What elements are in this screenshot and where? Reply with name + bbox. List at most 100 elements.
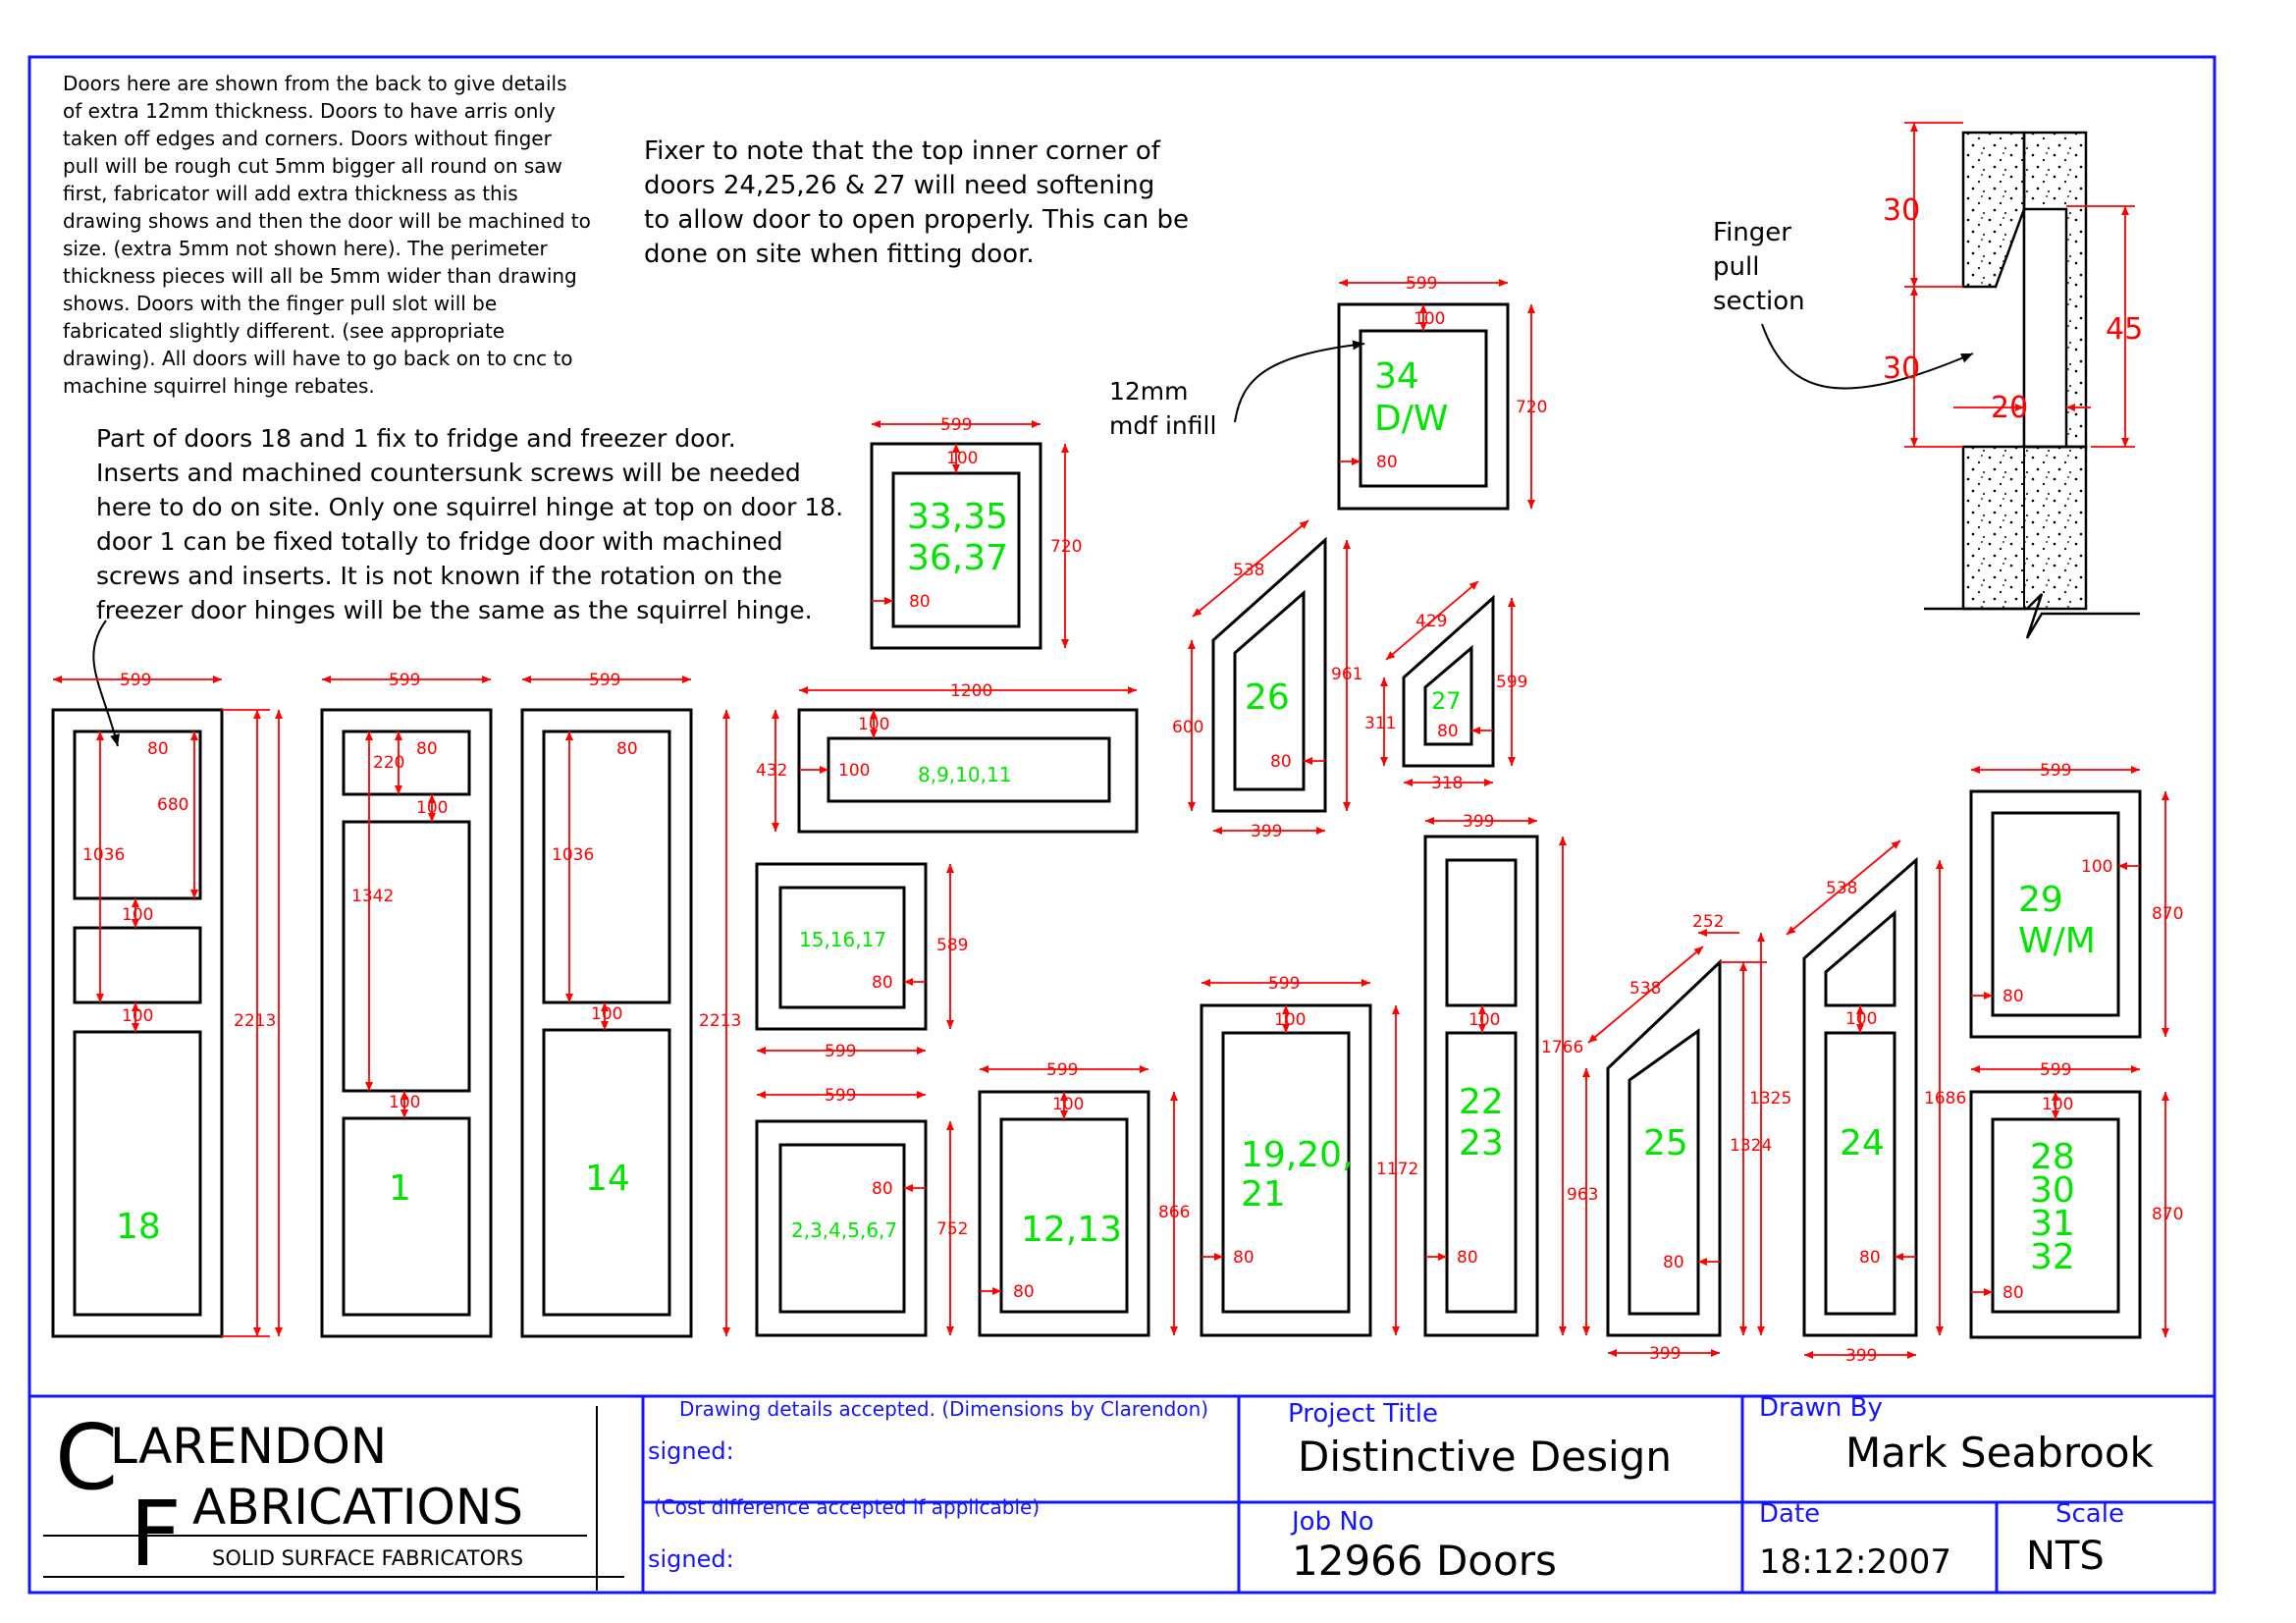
dim-label: 80 bbox=[1437, 722, 1459, 741]
door-outline bbox=[755, 1119, 928, 1337]
note-line: here to do on site. Only one squirrel hi… bbox=[96, 493, 843, 521]
door-panel bbox=[1445, 858, 1518, 1007]
door-label: 8,9,10,11 bbox=[918, 763, 1011, 786]
note-line: shows. Doors with the finger pull slot w… bbox=[63, 292, 497, 315]
door-label: 18 bbox=[116, 1207, 161, 1247]
dim-label: 100 bbox=[946, 449, 978, 468]
finger-pull-section: Finger pull section 30 30 45 20 bbox=[1713, 122, 2143, 639]
section-slot bbox=[2022, 207, 2068, 449]
dim-label: 2213 bbox=[699, 1011, 741, 1031]
dim-label: 1036 bbox=[82, 845, 125, 865]
dim-label: 1686 bbox=[1924, 1089, 1966, 1109]
dim-label: 963 bbox=[1567, 1185, 1598, 1205]
door-panel bbox=[73, 926, 202, 1004]
dim-label: 432 bbox=[756, 761, 787, 781]
dim-label: 538 bbox=[1233, 561, 1264, 580]
dim-label: 599 bbox=[825, 1042, 856, 1061]
door-label: 34 bbox=[1374, 356, 1419, 397]
note-line: first, fabricator will add extra thickne… bbox=[63, 182, 518, 205]
note-line: Finger bbox=[1713, 218, 1791, 247]
dim-label: 680 bbox=[157, 795, 188, 815]
door-outline bbox=[1802, 856, 1918, 1337]
acceptance-text: Drawing details accepted. (Dimensions by… bbox=[679, 1397, 1208, 1421]
door-29-wm: 599 870 100 80 29 W/M bbox=[1969, 761, 2183, 1039]
job-no-label: Job No bbox=[1290, 1507, 1374, 1537]
dim-label: 599 bbox=[1406, 274, 1437, 294]
door-outline bbox=[1423, 835, 1539, 1337]
dim-label: 599 bbox=[589, 671, 620, 690]
dim-label: 599 bbox=[2040, 761, 2071, 781]
door-label: 29 bbox=[2018, 880, 2063, 920]
door-label: 22 bbox=[1459, 1082, 1504, 1122]
door-panel bbox=[73, 730, 202, 900]
door-label: 23 bbox=[1459, 1123, 1504, 1163]
dim-label: 399 bbox=[1463, 812, 1494, 832]
dim-label: 80 bbox=[909, 592, 931, 612]
note-line: drawing shows and then the door will be … bbox=[63, 209, 591, 233]
dim-label: 599 bbox=[389, 671, 420, 690]
dim-label: 30 bbox=[1883, 193, 1920, 228]
acceptance-text: (Cost difference accepted if applicable) bbox=[654, 1495, 1040, 1519]
door-25: 399 1324 963 538 252 1325 80 25 bbox=[1567, 912, 1791, 1364]
door-panel bbox=[778, 886, 906, 1009]
dim-label: 100 bbox=[416, 798, 448, 818]
dim-label: 220 bbox=[373, 753, 404, 773]
door-label: 21 bbox=[1241, 1174, 1286, 1215]
drawn-by-label: Drawn By bbox=[1759, 1393, 1883, 1423]
door-34-dw: 599 720 100 80 34 D/W bbox=[1337, 274, 1547, 511]
leader-arrow bbox=[1761, 323, 1974, 390]
door-33-35-36-37: 599 720 100 80 33,35 36,37 bbox=[870, 415, 1082, 650]
logo-letter-c: C bbox=[55, 1405, 118, 1510]
dim-label: 599 bbox=[2040, 1060, 2071, 1080]
dim-label: 100 bbox=[838, 761, 870, 781]
door-panel bbox=[778, 1143, 906, 1314]
dim-label: 100 bbox=[122, 905, 153, 925]
dim-label: 45 bbox=[2106, 312, 2143, 347]
note-line: Inserts and machined countersunk screws … bbox=[96, 459, 801, 487]
note-line: to allow door to open properly. This can… bbox=[644, 205, 1189, 235]
door-label: 24 bbox=[1840, 1123, 1885, 1163]
dim-label: 80 bbox=[1233, 1248, 1255, 1268]
door-panel bbox=[342, 730, 471, 796]
leader-arrow bbox=[92, 620, 120, 747]
note-line: freezer door hinges will be the same as … bbox=[96, 596, 813, 624]
leader-arrow bbox=[1234, 340, 1365, 423]
note-line: fabricated slightly different. (see appr… bbox=[63, 319, 505, 343]
door-outline bbox=[1402, 594, 1495, 768]
door-outline bbox=[755, 862, 928, 1031]
dim-label: 1200 bbox=[950, 681, 992, 701]
door-outline bbox=[1969, 789, 2142, 1039]
logo-subtitle: SOLID SURFACE FABRICATORS bbox=[212, 1546, 523, 1570]
door-22-23: 399 1766 100 80 22 23 bbox=[1423, 812, 1583, 1337]
dim-label: 80 bbox=[1013, 1282, 1035, 1302]
note-line: machine squirrel hinge rebates. bbox=[63, 374, 375, 398]
dim-label: 80 bbox=[2002, 1283, 2024, 1303]
dim-label: 30 bbox=[1883, 352, 1920, 386]
dim-label: 318 bbox=[1431, 774, 1463, 793]
door-24: 399 1686 538 100 80 24 bbox=[1786, 839, 1966, 1366]
dim-label: 1324 bbox=[1730, 1136, 1772, 1156]
dim-label: 252 bbox=[1692, 912, 1724, 932]
note-line: section bbox=[1713, 287, 1805, 316]
door-label: 15,16,17 bbox=[799, 928, 886, 951]
door-26: 399 961 600 538 80 26 bbox=[1172, 519, 1362, 841]
note-infill: 12mm mdf infill bbox=[1109, 377, 1216, 440]
dim-label: 80 bbox=[416, 739, 438, 759]
door-label: 26 bbox=[1245, 677, 1290, 718]
section-profile bbox=[1961, 131, 2026, 289]
dim-label: 100 bbox=[858, 715, 889, 734]
dim-label: 2213 bbox=[234, 1011, 276, 1031]
dim-label: 1325 bbox=[1749, 1089, 1791, 1109]
door-outline bbox=[320, 708, 493, 1338]
dim-label: 599 bbox=[1046, 1060, 1078, 1080]
date-value: 18:12:2007 bbox=[1759, 1542, 1951, 1582]
break-line bbox=[1924, 593, 2140, 639]
door-18: 599 2213 80 680 1036 100 100 18 bbox=[51, 671, 276, 1338]
note-line: door 1 can be fixed totally to fridge do… bbox=[96, 527, 783, 556]
door-label: W/M bbox=[2018, 921, 2096, 961]
dim-label: 720 bbox=[1516, 398, 1547, 417]
door-2-to-7: 599 752 80 2,3,4,5,6,7 bbox=[755, 1086, 968, 1337]
dim-label: 80 bbox=[616, 739, 638, 759]
door-panel bbox=[1824, 909, 1896, 1007]
door-panel bbox=[1991, 811, 2120, 1017]
